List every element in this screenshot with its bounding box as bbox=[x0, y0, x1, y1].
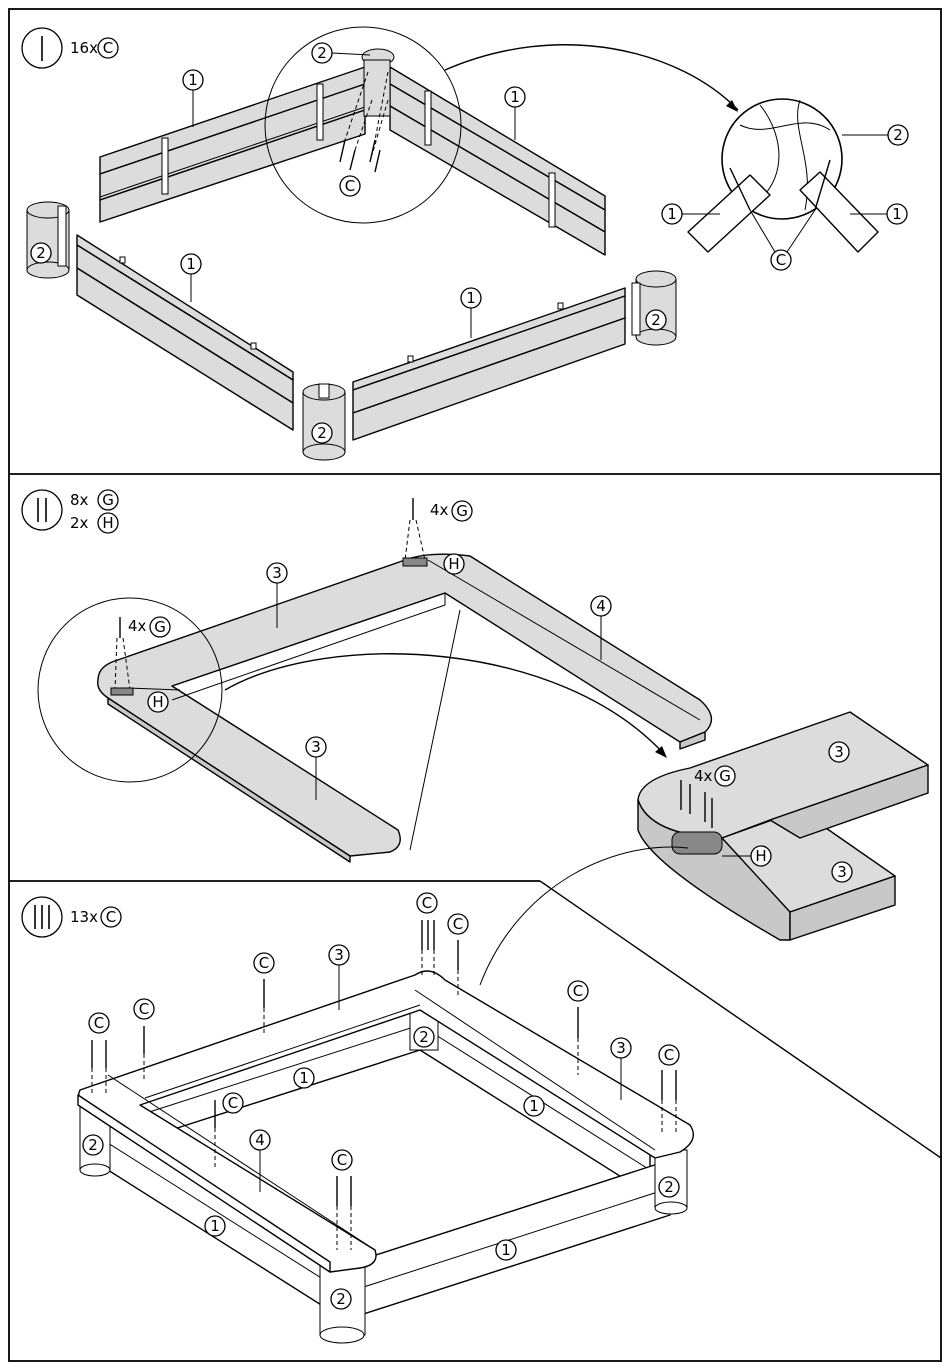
svg-text:3: 3 bbox=[834, 743, 844, 761]
svg-text:3: 3 bbox=[837, 863, 847, 881]
svg-text:3: 3 bbox=[272, 564, 282, 582]
svg-text:4x: 4x bbox=[128, 617, 147, 635]
svg-text:2: 2 bbox=[88, 1136, 98, 1154]
svg-text:G: G bbox=[456, 502, 468, 520]
svg-text:C: C bbox=[228, 1094, 238, 1112]
svg-text:2: 2 bbox=[893, 126, 903, 144]
svg-text:C: C bbox=[573, 982, 583, 1000]
step-2-magnified-corner: 4x G H 3 3 bbox=[480, 712, 928, 985]
post-2-right: 2 bbox=[632, 271, 676, 345]
svg-text:1: 1 bbox=[299, 1069, 309, 1087]
step-3-panel: 13x C bbox=[22, 893, 693, 1343]
step-2-panel: 8x G 2x H 4x G H bbox=[22, 490, 928, 985]
svg-text:C: C bbox=[664, 1046, 674, 1064]
svg-text:C: C bbox=[422, 894, 432, 912]
svg-text:G: G bbox=[719, 767, 731, 785]
callout-1-b-label: 1 bbox=[510, 88, 520, 106]
post-2-front: 2 bbox=[303, 384, 345, 460]
callout-1-a-label: 1 bbox=[188, 71, 198, 89]
svg-text:2: 2 bbox=[336, 1290, 346, 1308]
step-1-magnified-joint: C 1 1 2 bbox=[662, 99, 908, 270]
svg-text:C: C bbox=[259, 954, 269, 972]
step-2-hardware-h-count: 2x bbox=[70, 514, 89, 532]
svg-text:C: C bbox=[106, 908, 116, 926]
step-1-arrow bbox=[445, 45, 738, 110]
step-1-panel: 16x C bbox=[22, 27, 908, 460]
svg-text:G: G bbox=[154, 618, 166, 636]
svg-text:2: 2 bbox=[317, 424, 327, 442]
svg-text:3: 3 bbox=[334, 946, 344, 964]
callout-1-d-label: 1 bbox=[466, 289, 476, 307]
svg-text:1: 1 bbox=[210, 1217, 220, 1235]
svg-text:G: G bbox=[102, 491, 114, 509]
svg-text:4: 4 bbox=[596, 597, 606, 615]
frame-u-shape bbox=[98, 554, 712, 862]
svg-text:H: H bbox=[152, 693, 163, 711]
svg-text:C: C bbox=[337, 1151, 347, 1169]
svg-text:C: C bbox=[453, 915, 463, 933]
svg-text:1: 1 bbox=[529, 1097, 539, 1115]
step-2-hardware-g-count: 8x bbox=[70, 491, 89, 509]
svg-text:2: 2 bbox=[419, 1028, 429, 1046]
board-1-back-right bbox=[390, 67, 605, 255]
svg-text:4x: 4x bbox=[430, 501, 449, 519]
post-2-left: 2 bbox=[27, 202, 69, 278]
svg-text:3: 3 bbox=[616, 1039, 626, 1057]
svg-text:1: 1 bbox=[501, 1241, 511, 1259]
sandbox-assembled bbox=[78, 971, 693, 1343]
callout-2-top-label: 2 bbox=[317, 44, 327, 62]
svg-text:4: 4 bbox=[255, 1131, 265, 1149]
board-1-back-left bbox=[100, 67, 365, 222]
svg-text:2: 2 bbox=[651, 311, 661, 329]
svg-text:H: H bbox=[102, 514, 113, 532]
svg-text:H: H bbox=[755, 847, 766, 865]
svg-text:2: 2 bbox=[36, 244, 46, 262]
svg-text:C: C bbox=[776, 251, 786, 269]
step-3-hardware-count: 13x bbox=[70, 908, 98, 926]
step-1-hardware-count: 16x bbox=[70, 39, 98, 57]
svg-text:1: 1 bbox=[667, 205, 677, 223]
svg-text:C: C bbox=[94, 1014, 104, 1032]
board-1-front-right bbox=[353, 288, 625, 440]
callout-1-c-label: 1 bbox=[186, 255, 196, 273]
svg-text:2: 2 bbox=[664, 1178, 674, 1196]
step-2-badge bbox=[22, 490, 62, 530]
svg-text:3: 3 bbox=[311, 738, 321, 756]
svg-text:1: 1 bbox=[892, 205, 902, 223]
step-1-hardware-part: C bbox=[103, 39, 113, 57]
svg-text:C: C bbox=[139, 1000, 149, 1018]
svg-text:H: H bbox=[448, 555, 459, 573]
callout-c-step1-label: C bbox=[345, 177, 355, 195]
svg-text:4x: 4x bbox=[694, 767, 713, 785]
